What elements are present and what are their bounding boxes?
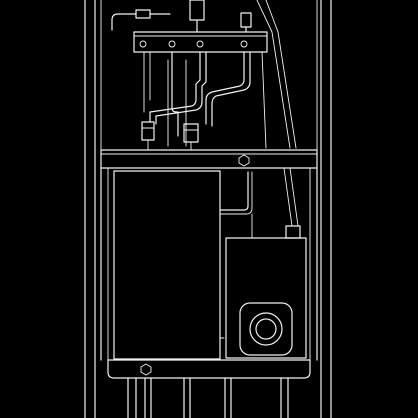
top-pipework	[111, 0, 279, 33]
upper-tank	[113, 170, 225, 360]
manifold-port-4	[240, 40, 248, 48]
pump-outlet-ring	[249, 312, 283, 346]
lower-frame	[100, 167, 318, 361]
manifold-port-1	[139, 40, 147, 48]
fitting-top-right	[240, 12, 252, 28]
manifold-port-2	[168, 40, 176, 48]
base-plate	[107, 359, 311, 379]
manifold-bar	[133, 31, 268, 53]
pump-body	[225, 237, 307, 359]
cross-beam-body	[100, 149, 318, 169]
pipe-crank-left-b	[155, 51, 207, 125]
pipe-vert-2	[171, 51, 179, 137]
manifold-port-3	[196, 40, 204, 48]
rod-vert-right	[261, 51, 267, 149]
side-pipe	[219, 167, 299, 239]
legs	[127, 377, 289, 418]
diagonal-rod-low	[283, 167, 293, 227]
diagonal-rod-mid	[271, 31, 291, 149]
pump-outlet-core	[255, 318, 277, 340]
outer-frame	[84, 0, 332, 418]
valve-left-body	[141, 121, 155, 141]
pipe-top-fitting	[135, 9, 151, 19]
manifold-body	[133, 31, 268, 53]
side-pipe-outer	[219, 171, 249, 211]
pipe-crank-left	[149, 51, 201, 123]
valve-top	[189, 0, 205, 21]
diagonal-rod-mid-2	[277, 31, 297, 149]
side-pipe-inner	[219, 171, 253, 215]
pump-box	[225, 225, 307, 359]
valve-cluster	[141, 121, 199, 151]
base-plate-body	[107, 359, 311, 379]
beam-hex-nut	[238, 154, 250, 167]
pipe-top-left	[111, 13, 137, 31]
mid-pipework	[143, 31, 297, 149]
pipe-crank-right-b	[211, 51, 251, 127]
pump-top-fitting	[285, 225, 301, 239]
tank-body	[113, 170, 221, 360]
base-hex-nut	[140, 363, 152, 376]
diagonal-rod-top-2	[265, 0, 279, 33]
diagonal-rod-low-2	[289, 167, 299, 227]
pipe-crank-right	[205, 51, 245, 125]
cross-beam	[100, 149, 318, 169]
pump-outlet-housing	[239, 302, 293, 356]
diagonal-rod-top	[256, 0, 273, 33]
